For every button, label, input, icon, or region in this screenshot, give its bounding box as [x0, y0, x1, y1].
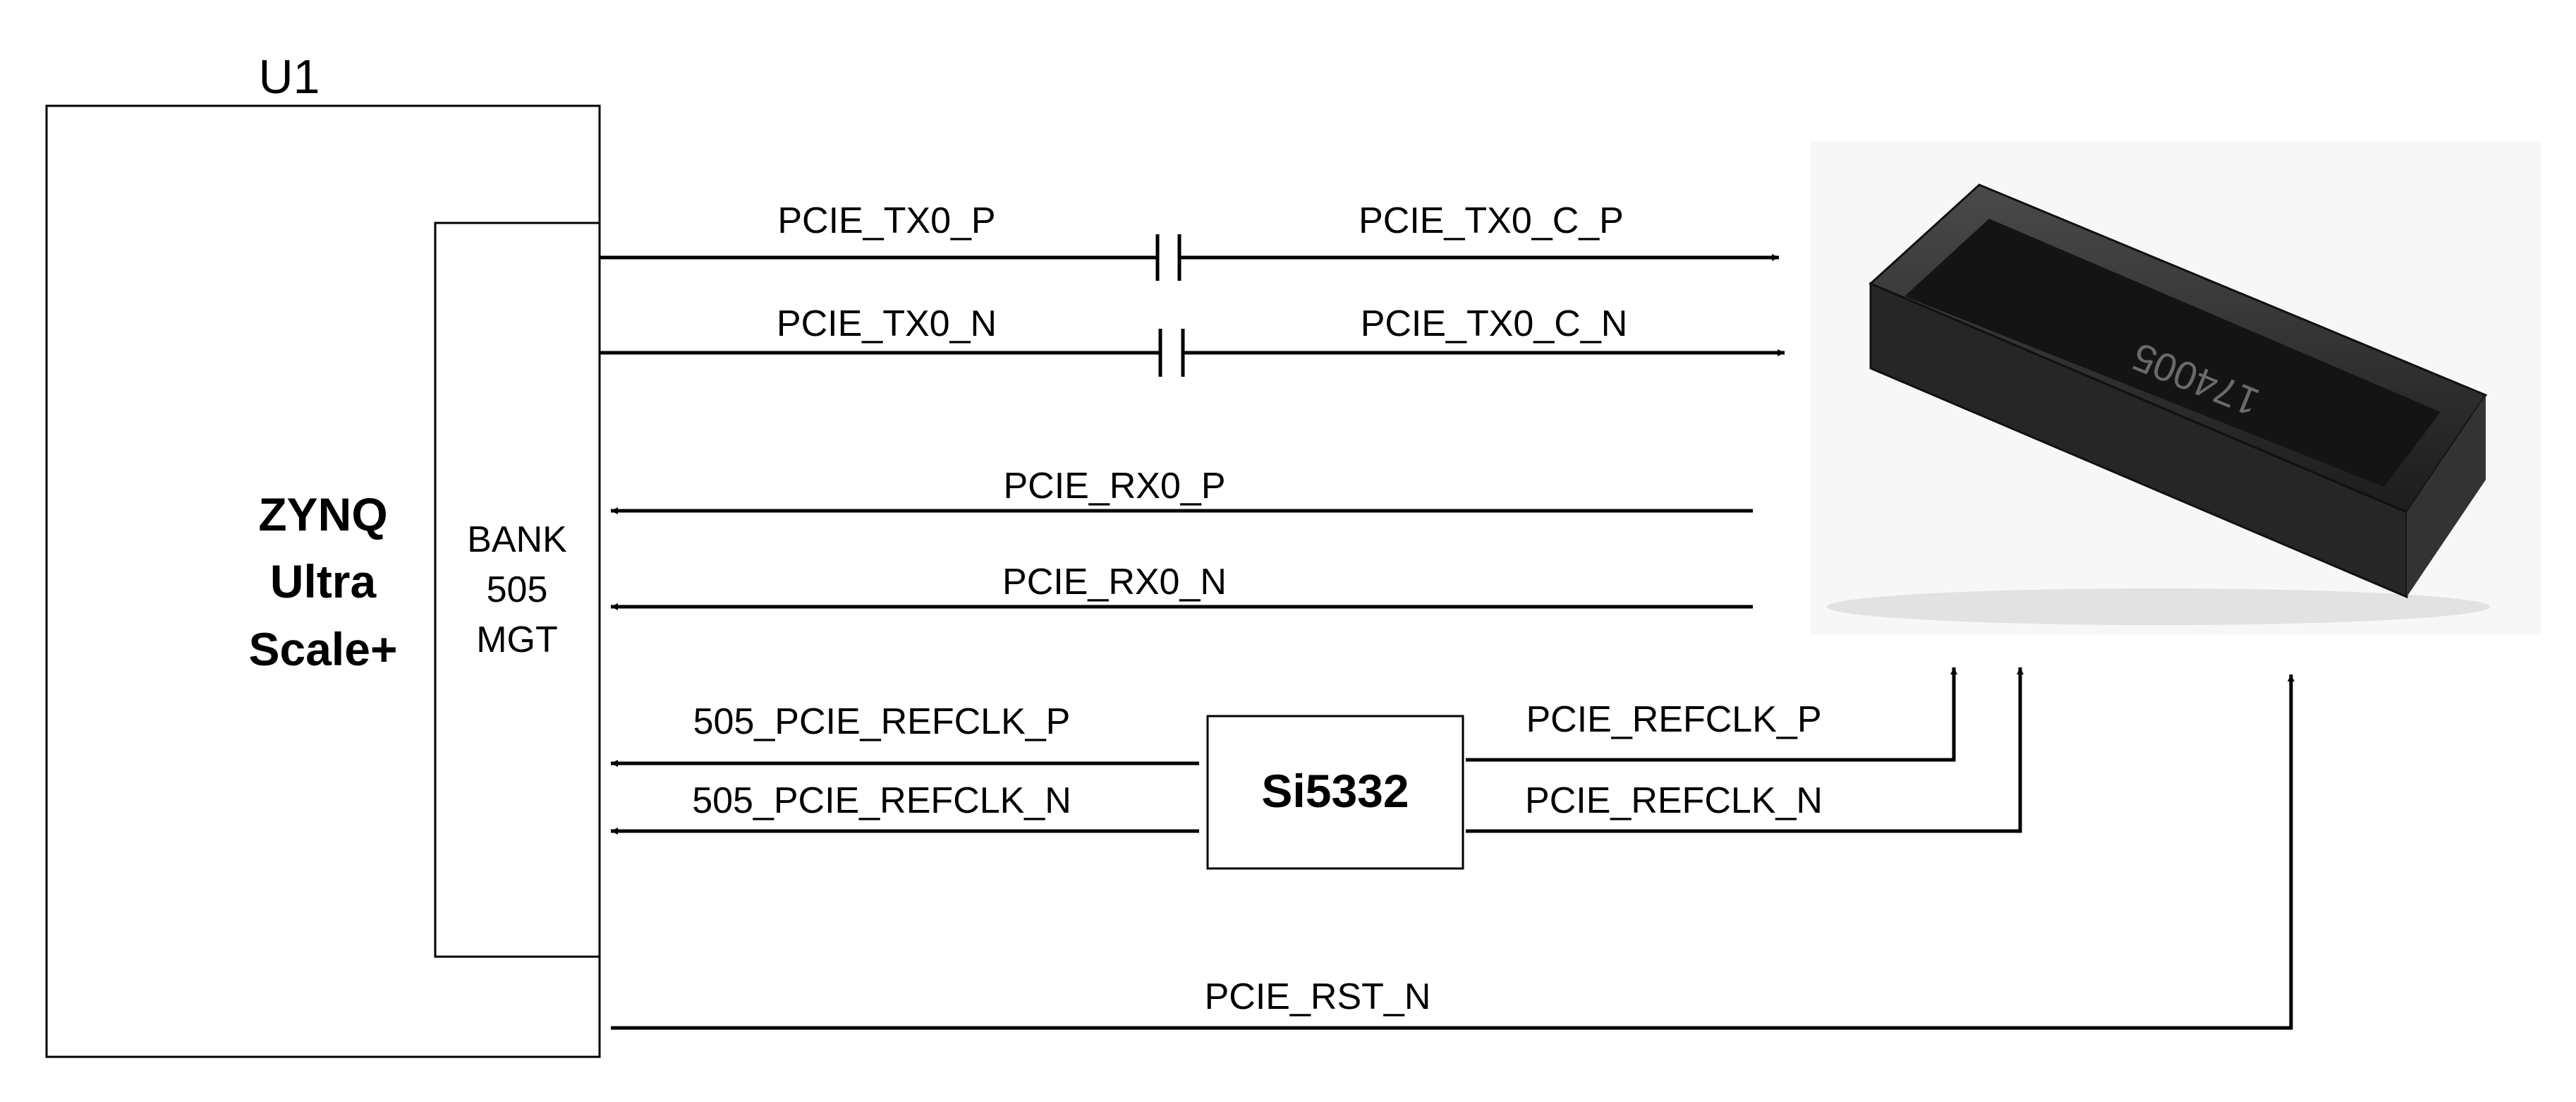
- refclk505-n-label: 505_PCIE_REFCLK_N: [692, 780, 1071, 821]
- tx0-p-net: PCIE_TX0_P PCIE_TX0_C_P: [600, 200, 1779, 281]
- u1-refdes: U1: [259, 50, 320, 104]
- fpga-label-line1: ZYNQ: [258, 488, 387, 540]
- rx0-n-net: PCIE_RX0_N: [611, 562, 1753, 610]
- refclk505-p-label: 505_PCIE_REFCLK_P: [693, 701, 1071, 742]
- tx0-n-label: PCIE_TX0_N: [777, 303, 997, 344]
- refclk-p-net: PCIE_REFCLK_P: [1466, 667, 1957, 762]
- tx0-c-n-label: PCIE_TX0_C_N: [1361, 303, 1628, 344]
- mgt-bank-box: [434, 222, 601, 958]
- refclk-n-net: PCIE_REFCLK_N: [1466, 667, 2024, 833]
- si5332-chip-box: [1206, 715, 1464, 870]
- rst-n-net: PCIE_RST_N: [611, 674, 2295, 1030]
- rx0-n-label: PCIE_RX0_N: [1002, 562, 1227, 603]
- rx0-p-net: PCIE_RX0_P: [611, 466, 1753, 514]
- refclk505-p-net: 505_PCIE_REFCLK_P: [611, 701, 1199, 767]
- refclk505-n-net: 505_PCIE_REFCLK_N: [611, 780, 1199, 835]
- tx0-n-net: PCIE_TX0_N PCIE_TX0_C_N: [600, 303, 1785, 377]
- si5332-label: Si5332: [1261, 765, 1409, 817]
- refclk-n-label: PCIE_REFCLK_N: [1525, 780, 1823, 821]
- rx0-p-label: PCIE_RX0_P: [1003, 466, 1225, 507]
- tx0-c-p-label: PCIE_TX0_C_P: [1359, 200, 1624, 241]
- bank-label-line1: BANK: [467, 519, 567, 560]
- refclk-p-label: PCIE_REFCLK_P: [1526, 699, 1821, 740]
- m2-connector-icon: 174005: [1810, 141, 2541, 635]
- tx0-p-label: PCIE_TX0_P: [777, 200, 995, 241]
- fpga-label-line2: Ultra: [270, 555, 377, 607]
- bank-label-line3: MGT: [476, 619, 558, 660]
- fpga-label-line3: Scale+: [248, 623, 397, 675]
- rst-n-label: PCIE_RST_N: [1205, 976, 1431, 1017]
- bank-label-line2: 505: [487, 569, 548, 610]
